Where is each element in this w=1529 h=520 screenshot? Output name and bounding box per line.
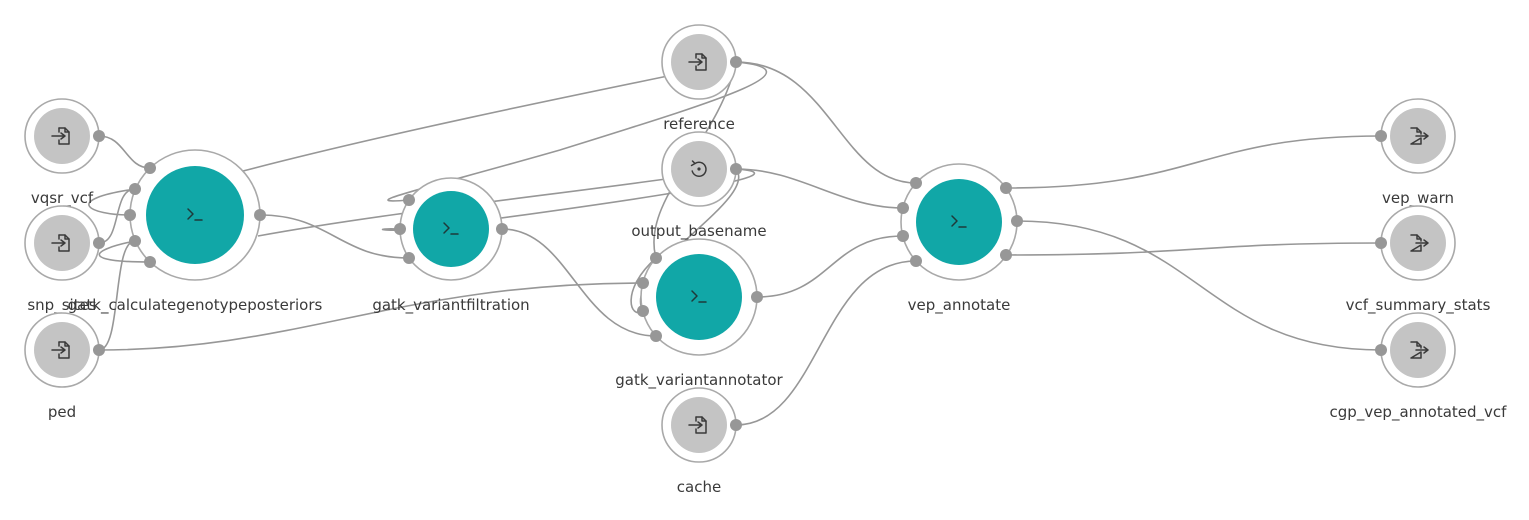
input-node-vqsr-vcf[interactable]: vqsr_vcf xyxy=(24,98,105,208)
output-port[interactable] xyxy=(93,237,105,249)
edge-reference-to-vep-annotate xyxy=(735,61,917,184)
node-label: vep_warn xyxy=(1382,189,1454,208)
step-node-gatk-variantfiltration[interactable]: gatk_variantfiltration xyxy=(372,177,530,315)
input-port[interactable] xyxy=(637,277,649,289)
input-port[interactable] xyxy=(910,255,922,267)
edge-vep-annotate-to-cgp-vep-annotated-vcf xyxy=(1016,220,1382,351)
input-node-output-basename[interactable]: output_basename xyxy=(631,131,767,241)
output-node-vcf-summary-stats[interactable]: vcf_summary_stats xyxy=(1346,205,1491,315)
edge-vqsr-vcf-to-genotypeposteriors xyxy=(98,135,151,169)
node-label: gatk_variantfiltration xyxy=(372,296,529,315)
output-port[interactable] xyxy=(1000,182,1012,194)
node-label: vcf_summary_stats xyxy=(1346,296,1491,315)
edge-ped-to-genotypeposteriors xyxy=(98,240,136,351)
edge-variantfiltration-to-variantannotator xyxy=(501,228,657,337)
output-node-cgp-vep-annotated-vcf[interactable]: cgp_vep_annotated_vcf xyxy=(1330,312,1508,422)
input-port[interactable] xyxy=(650,330,662,342)
output-port[interactable] xyxy=(496,223,508,235)
output-port[interactable] xyxy=(751,291,763,303)
input-port[interactable] xyxy=(1375,130,1387,142)
input-port[interactable] xyxy=(403,194,415,206)
edge-vep-annotate-to-vcf-summary-stats xyxy=(1005,242,1382,256)
output-port[interactable] xyxy=(254,209,266,221)
edge-vep-annotate-to-vep-warn xyxy=(1005,135,1382,189)
output-port[interactable] xyxy=(93,130,105,142)
output-port[interactable] xyxy=(1011,215,1023,227)
node-label: cache xyxy=(677,478,721,496)
input-port[interactable] xyxy=(897,202,909,214)
input-port[interactable] xyxy=(403,252,415,264)
step-node-gatk-calculategenotypeposteriors[interactable]: gatk_calculategenotypeposteriors xyxy=(68,149,323,315)
node-label: vep_annotate xyxy=(908,296,1011,315)
edge-cache-to-vep-annotate xyxy=(735,260,917,426)
input-port[interactable] xyxy=(394,223,406,235)
node-label: vqsr_vcf xyxy=(31,189,94,208)
input-node-ped[interactable]: ped xyxy=(24,312,105,421)
input-port[interactable] xyxy=(910,177,922,189)
input-node-cache[interactable]: cache xyxy=(661,387,742,496)
node-label: snp_sites xyxy=(27,296,96,315)
edge-variantannotator-to-vep-annotate xyxy=(756,235,904,298)
edge-output-basename-to-vep-annotate xyxy=(735,168,904,209)
edge-genotypeposteriors-loop-b xyxy=(98,240,151,263)
output-port[interactable] xyxy=(1000,249,1012,261)
input-port[interactable] xyxy=(144,256,156,268)
edge-genotypeposteriors-loop-a xyxy=(88,188,136,216)
input-port[interactable] xyxy=(650,252,662,264)
step-node-vep-annotate[interactable]: vep_annotate xyxy=(897,163,1023,315)
output-port[interactable] xyxy=(93,344,105,356)
output-node-vep-warn[interactable]: vep_warn xyxy=(1375,98,1456,208)
edge-reference-to-variantfiltration xyxy=(387,61,768,202)
node-label: output_basename xyxy=(631,222,766,241)
node-label: reference xyxy=(663,115,735,133)
input-port[interactable] xyxy=(1375,344,1387,356)
input-port[interactable] xyxy=(1375,237,1387,249)
input-port[interactable] xyxy=(129,183,141,195)
input-node-snp-sites[interactable]: snp_sites xyxy=(24,205,105,315)
edge-snp-sites-to-genotypeposteriors xyxy=(98,188,136,244)
node-label: gatk_calculategenotypeposteriors xyxy=(68,296,323,315)
node-label: gatk_variantannotator xyxy=(615,371,783,390)
output-port[interactable] xyxy=(730,56,742,68)
input-port[interactable] xyxy=(124,209,136,221)
node-label: cgp_vep_annotated_vcf xyxy=(1330,403,1508,422)
edge-genotypeposteriors-to-variantfiltration xyxy=(259,214,410,259)
input-port[interactable] xyxy=(637,305,649,317)
edge-reference-to-genotypeposteriors xyxy=(242,61,737,172)
step-node-gatk-variantannotator[interactable]: gatk_variantannotator xyxy=(615,238,784,390)
output-port[interactable] xyxy=(730,163,742,175)
edge-snp-sites-to-variantannotator xyxy=(98,282,644,351)
input-port[interactable] xyxy=(144,162,156,174)
input-port[interactable] xyxy=(129,235,141,247)
input-node-reference[interactable]: reference xyxy=(661,24,742,133)
input-port[interactable] xyxy=(897,230,909,242)
node-label: ped xyxy=(48,403,76,421)
output-port[interactable] xyxy=(730,419,742,431)
edge-output-basename-to-variantfiltration xyxy=(382,168,755,231)
